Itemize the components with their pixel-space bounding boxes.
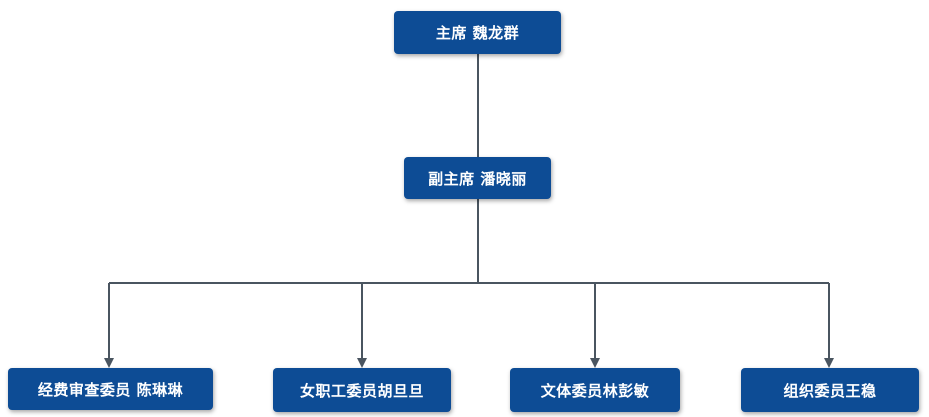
node-chairman: 主席 魏龙群: [394, 11, 561, 54]
node-member-audit: 经费审查委员 陈琳琳: [8, 368, 213, 410]
node-member-organization: 组织委员王稳: [741, 368, 919, 412]
node-member-women-workers: 女职工委员胡旦旦: [273, 368, 451, 412]
node-member-culture-sports: 文体委员林彭敏: [510, 368, 680, 412]
node-vice-chairman: 副主席 潘晓丽: [404, 157, 551, 199]
